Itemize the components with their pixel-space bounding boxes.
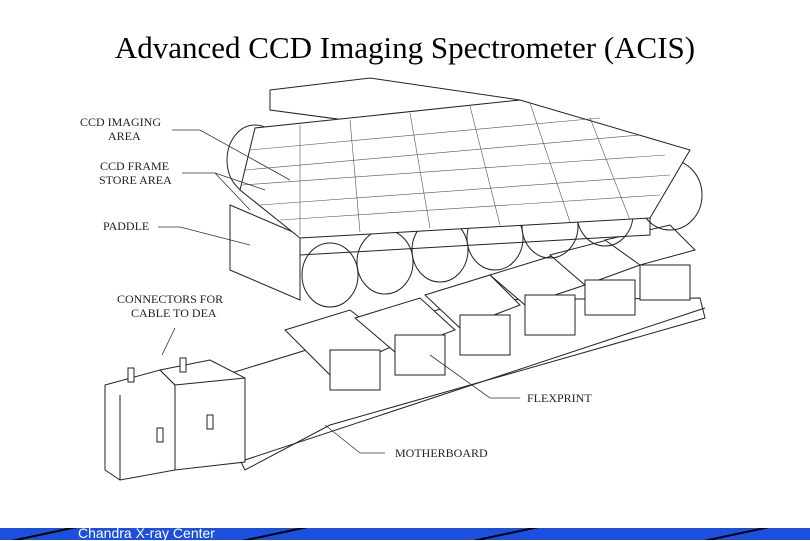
footer-bar: Chandra X-ray Center <box>0 525 810 541</box>
label-connectors: CONNECTORS FOR <box>117 292 223 306</box>
paddle <box>229 204 301 301</box>
footer-text: Chandra X-ray Center <box>78 525 215 541</box>
slide-title: Advanced CCD Imaging Spectrometer (ACIS) <box>114 30 696 65</box>
label-connectors-2: CABLE TO DEA <box>131 306 217 320</box>
ccd-grid <box>241 102 671 235</box>
callout-labels: CCD IMAGING AREA CCD FRAME STORE AREA PA… <box>80 115 592 460</box>
flexprint-boards <box>284 224 696 391</box>
label-paddle: PADDLE <box>103 219 149 233</box>
connectors <box>104 357 246 481</box>
label-imaging-area: CCD IMAGING <box>80 115 161 129</box>
label-frame-store-2: STORE AREA <box>99 173 172 187</box>
label-flexprint: FLEXPRINT <box>527 391 592 405</box>
label-motherboard: MOTHERBOARD <box>395 446 488 460</box>
label-frame-store: CCD FRAME <box>100 159 169 173</box>
leader-lines <box>158 129 520 454</box>
label-imaging-area-2: AREA <box>108 129 141 143</box>
